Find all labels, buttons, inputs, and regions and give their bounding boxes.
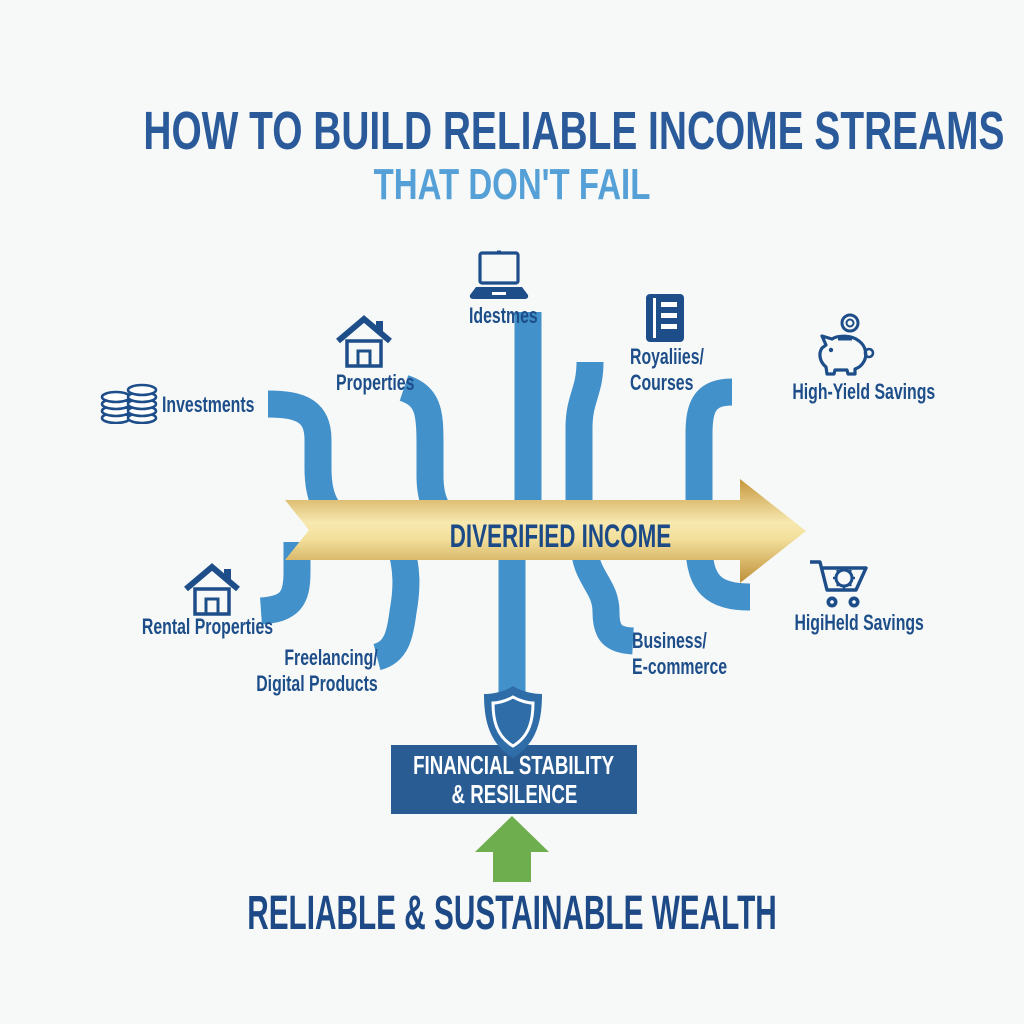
shopping-cart-icon xyxy=(810,560,868,608)
piggy-bank-icon xyxy=(818,313,875,376)
label-properties: Properties xyxy=(336,370,415,395)
book-icon xyxy=(646,294,684,342)
label-royalties-courses: Royaliies/ Courses xyxy=(630,344,704,395)
house-icon xyxy=(336,315,392,368)
stream-freelancing xyxy=(372,537,420,671)
label-rental-properties: Rental Properties xyxy=(141,614,274,639)
diversified-income-arrow xyxy=(285,479,806,583)
coins-icon xyxy=(100,383,158,424)
label-freelancing: Freelancing/ Digital Products xyxy=(256,645,378,696)
shield-icon xyxy=(484,686,542,758)
footer-text: RELIABLE & SUSTAINABLE WEALTH xyxy=(247,887,777,940)
page-subtitle: THAT DON'T FAIL xyxy=(373,160,651,209)
stability-box-line2: & RESILENCE xyxy=(451,778,577,809)
up-arrow xyxy=(475,816,549,882)
house-icon xyxy=(184,563,240,616)
label-savings-ecommerce: HigiHeld Savings xyxy=(794,610,924,635)
label-business-ecommerce: Business/ E-commerce xyxy=(632,628,728,679)
arrow-label: DIVERIFIED INCOME xyxy=(449,518,672,554)
financial-stability-box: FINANCIAL STABILITY & RESILENCE xyxy=(391,745,637,814)
label-online-income: Idestmes xyxy=(469,303,538,328)
label-high-yield-savings: High-Yield Savings xyxy=(792,379,936,404)
page-title: HOW TO BUILD RELIABLE INCOME STREAMS xyxy=(143,101,1005,161)
stream-royalties xyxy=(565,361,604,520)
stream-business xyxy=(570,541,635,655)
laptop-icon xyxy=(469,250,529,299)
stream-rental xyxy=(259,542,311,625)
label-investments: Investments xyxy=(162,392,255,417)
